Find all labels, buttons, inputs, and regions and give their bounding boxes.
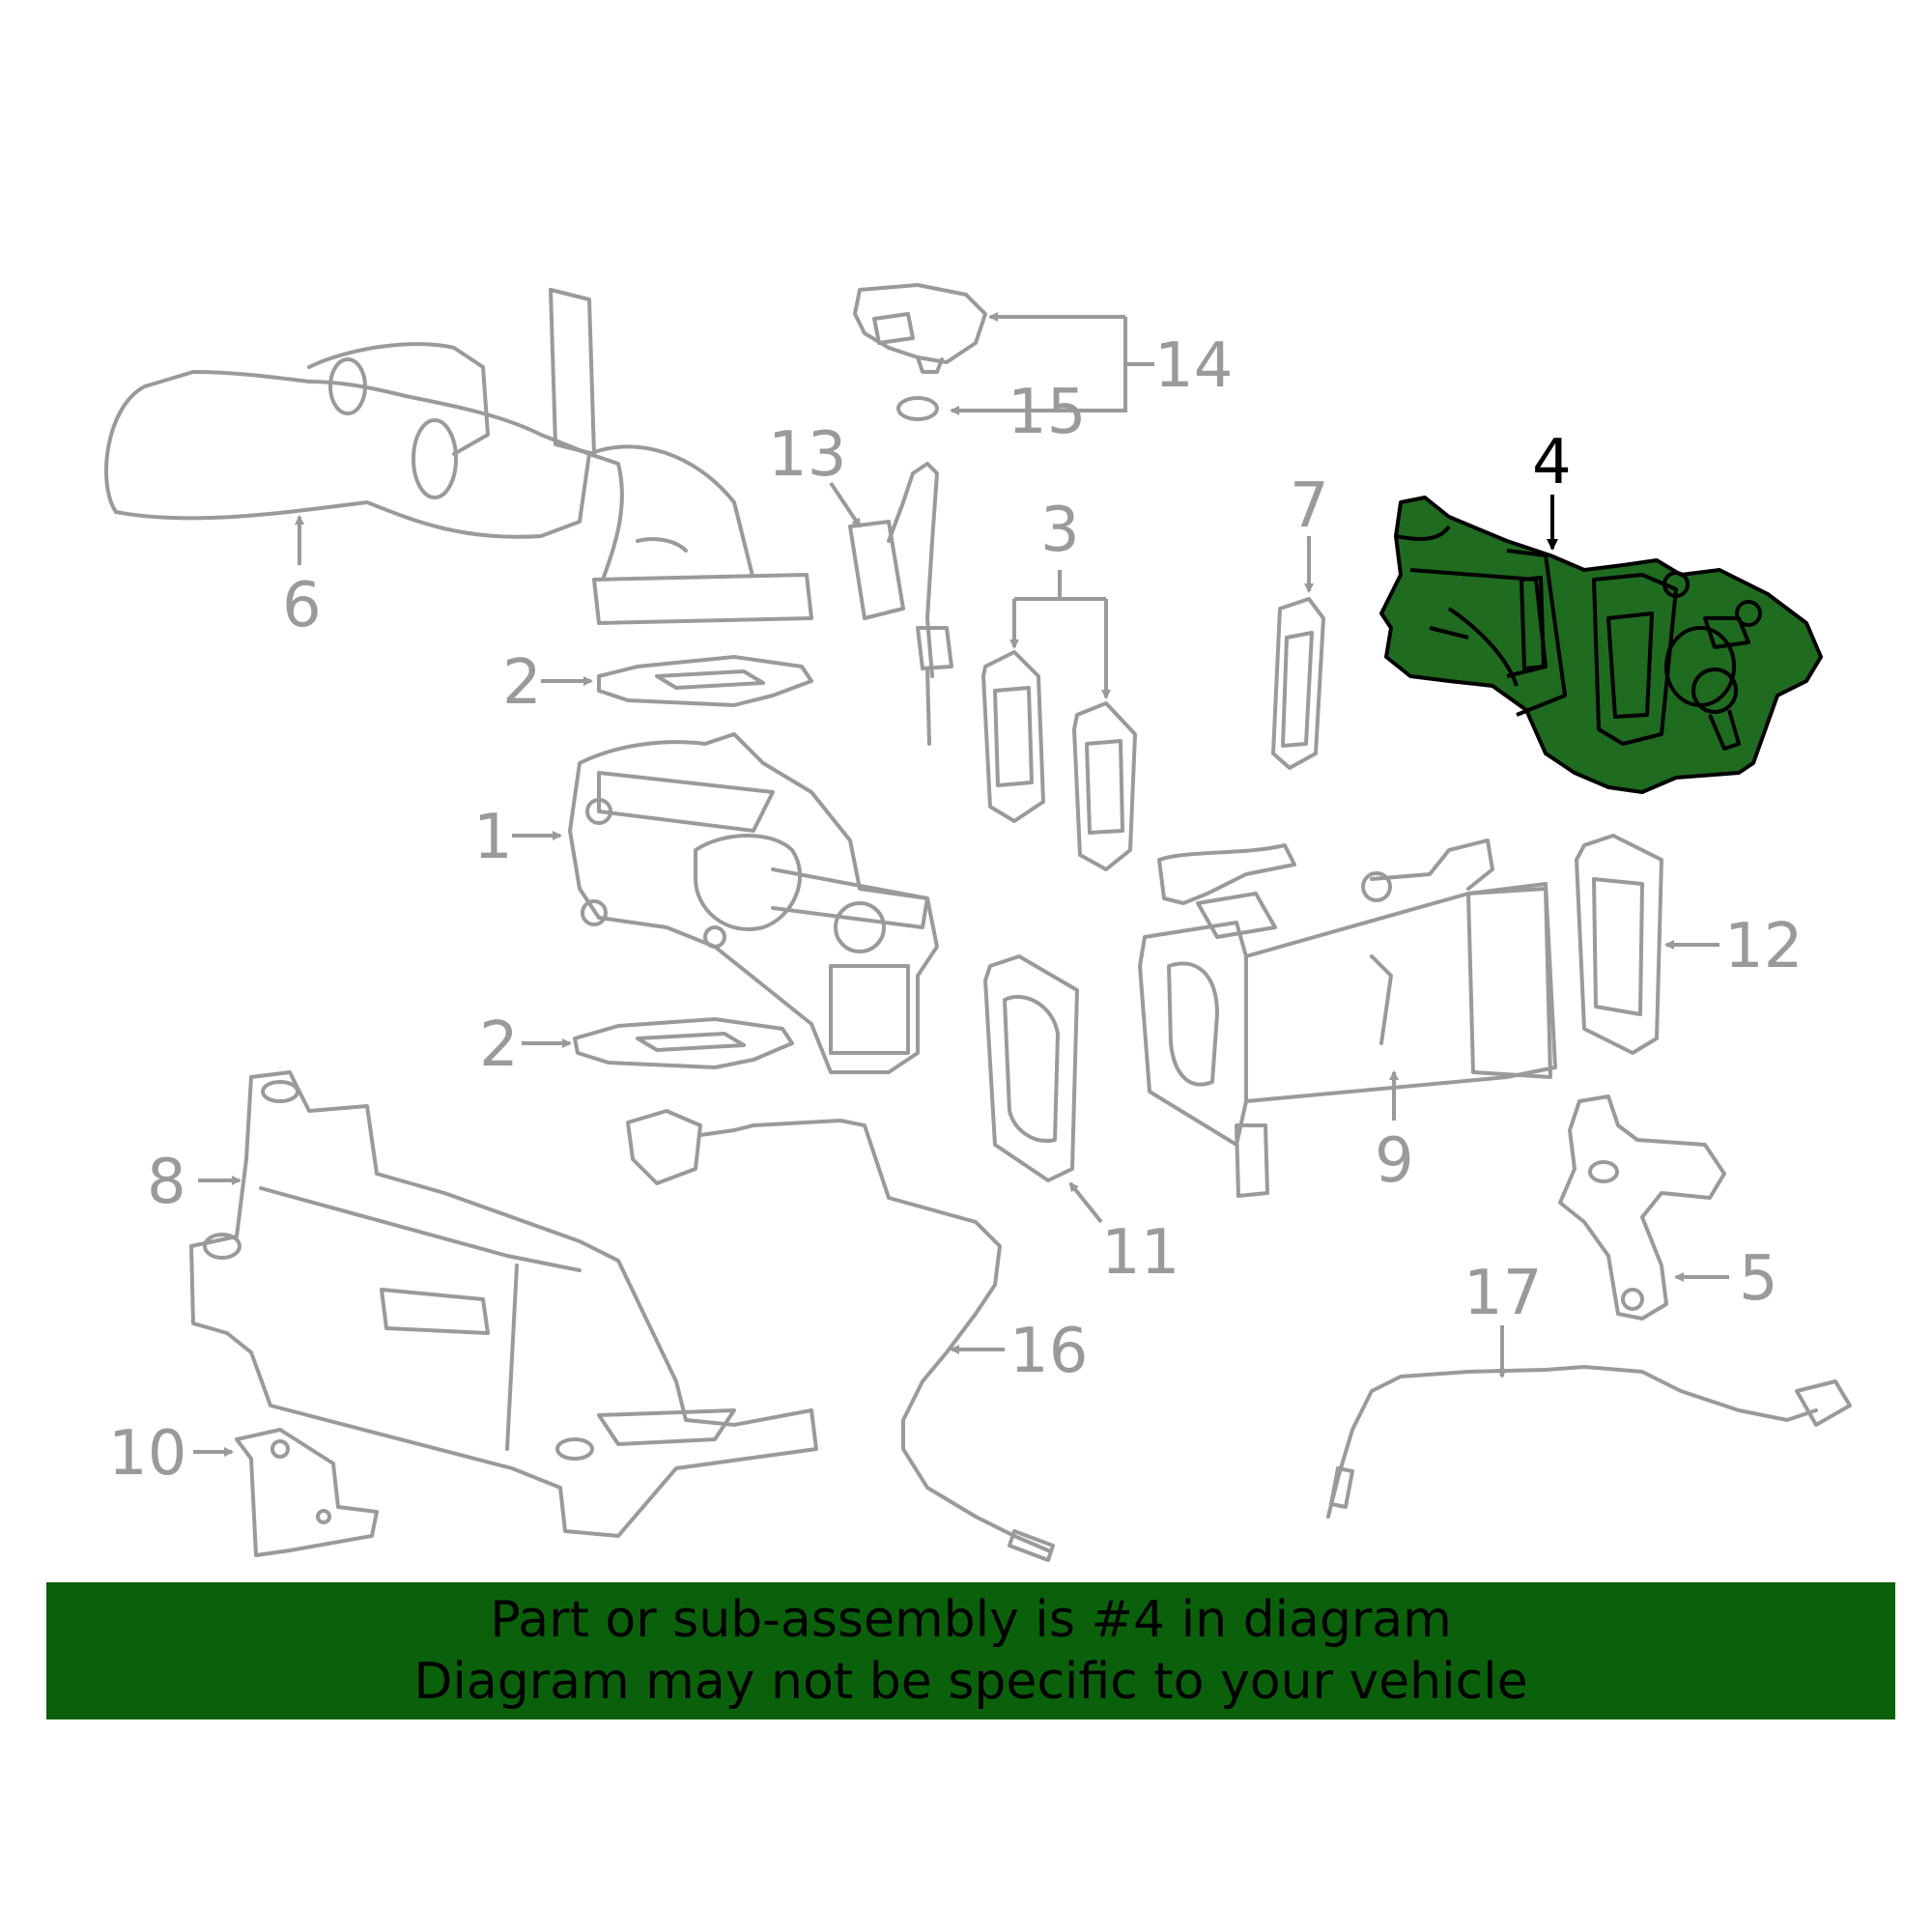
callout-3: 3 (1009, 495, 1111, 699)
part-13-temp-sensor (848, 462, 953, 746)
part-3-gasket-pair (981, 650, 1137, 871)
svg-text:5: 5 (1739, 1243, 1778, 1315)
svg-text:9: 9 (1375, 1125, 1414, 1197)
svg-text:6: 6 (282, 570, 322, 641)
callout-7: 7 (1290, 470, 1329, 593)
callout-17: 17 (1463, 1258, 1542, 1378)
svg-text:13: 13 (768, 419, 846, 491)
part-4-highlighted-assembly (1379, 496, 1823, 794)
part-12-gasket (1575, 834, 1663, 1055)
svg-text:8: 8 (147, 1147, 186, 1218)
part-10-bracket (235, 1428, 379, 1557)
svg-text:2: 2 (502, 647, 542, 719)
callout-12: 12 (1664, 911, 1803, 982)
svg-text:16: 16 (1009, 1316, 1088, 1387)
callout-1: 1 (473, 802, 562, 873)
banner-line-1: Part or sub-assembly is #4 in diagram (490, 1591, 1452, 1649)
part-8-cooler-housing (189, 1070, 818, 1538)
callout-2-lower: 2 (479, 1009, 572, 1081)
part-1-egr-valve (568, 732, 939, 1074)
svg-text:15: 15 (1008, 377, 1086, 448)
part-9-egr-cooler (1138, 838, 1557, 1198)
svg-text:17: 17 (1463, 1258, 1542, 1329)
part-16-sensor-tube (626, 1109, 1055, 1562)
part-6-intake-pipe (104, 288, 813, 625)
part-2-gasket-upper (597, 655, 813, 707)
svg-text:10: 10 (108, 1418, 186, 1490)
callout-9: 9 (1375, 1070, 1414, 1197)
callout-2-upper: 2 (502, 647, 593, 719)
svg-text:1: 1 (473, 802, 513, 873)
svg-text:3: 3 (1040, 495, 1080, 566)
part-2-gasket-lower (573, 1017, 794, 1069)
svg-text:12: 12 (1724, 911, 1803, 982)
callout-8: 8 (147, 1147, 242, 1218)
callout-14-15: 14 15 (950, 312, 1233, 448)
banner-background (46, 1582, 1895, 1719)
callout-13: 13 (768, 419, 862, 528)
callout-6: 6 (282, 515, 322, 641)
part-11-gasket (983, 954, 1079, 1182)
part-17-temp-sensor-lead (1326, 1365, 1852, 1519)
callout-16: 16 (950, 1316, 1088, 1387)
svg-text:4: 4 (1532, 427, 1572, 498)
part-5-bracket (1558, 1094, 1726, 1321)
svg-text:2: 2 (479, 1009, 519, 1081)
svg-text:7: 7 (1290, 470, 1329, 542)
svg-text:11: 11 (1101, 1217, 1179, 1289)
part-14-pressure-sensor (853, 283, 987, 374)
callout-4: 4 (1532, 427, 1572, 551)
callout-10: 10 (108, 1418, 234, 1490)
part-7-gasket (1271, 597, 1325, 770)
callout-11: 11 (1068, 1181, 1179, 1289)
callout-5: 5 (1674, 1243, 1778, 1315)
info-banner: Part or sub-assembly is #4 in diagram Di… (46, 1582, 1895, 1719)
svg-text:14: 14 (1154, 330, 1233, 402)
part-15-o-ring (896, 396, 939, 421)
banner-line-2: Diagram may not be specific to your vehi… (413, 1653, 1528, 1711)
